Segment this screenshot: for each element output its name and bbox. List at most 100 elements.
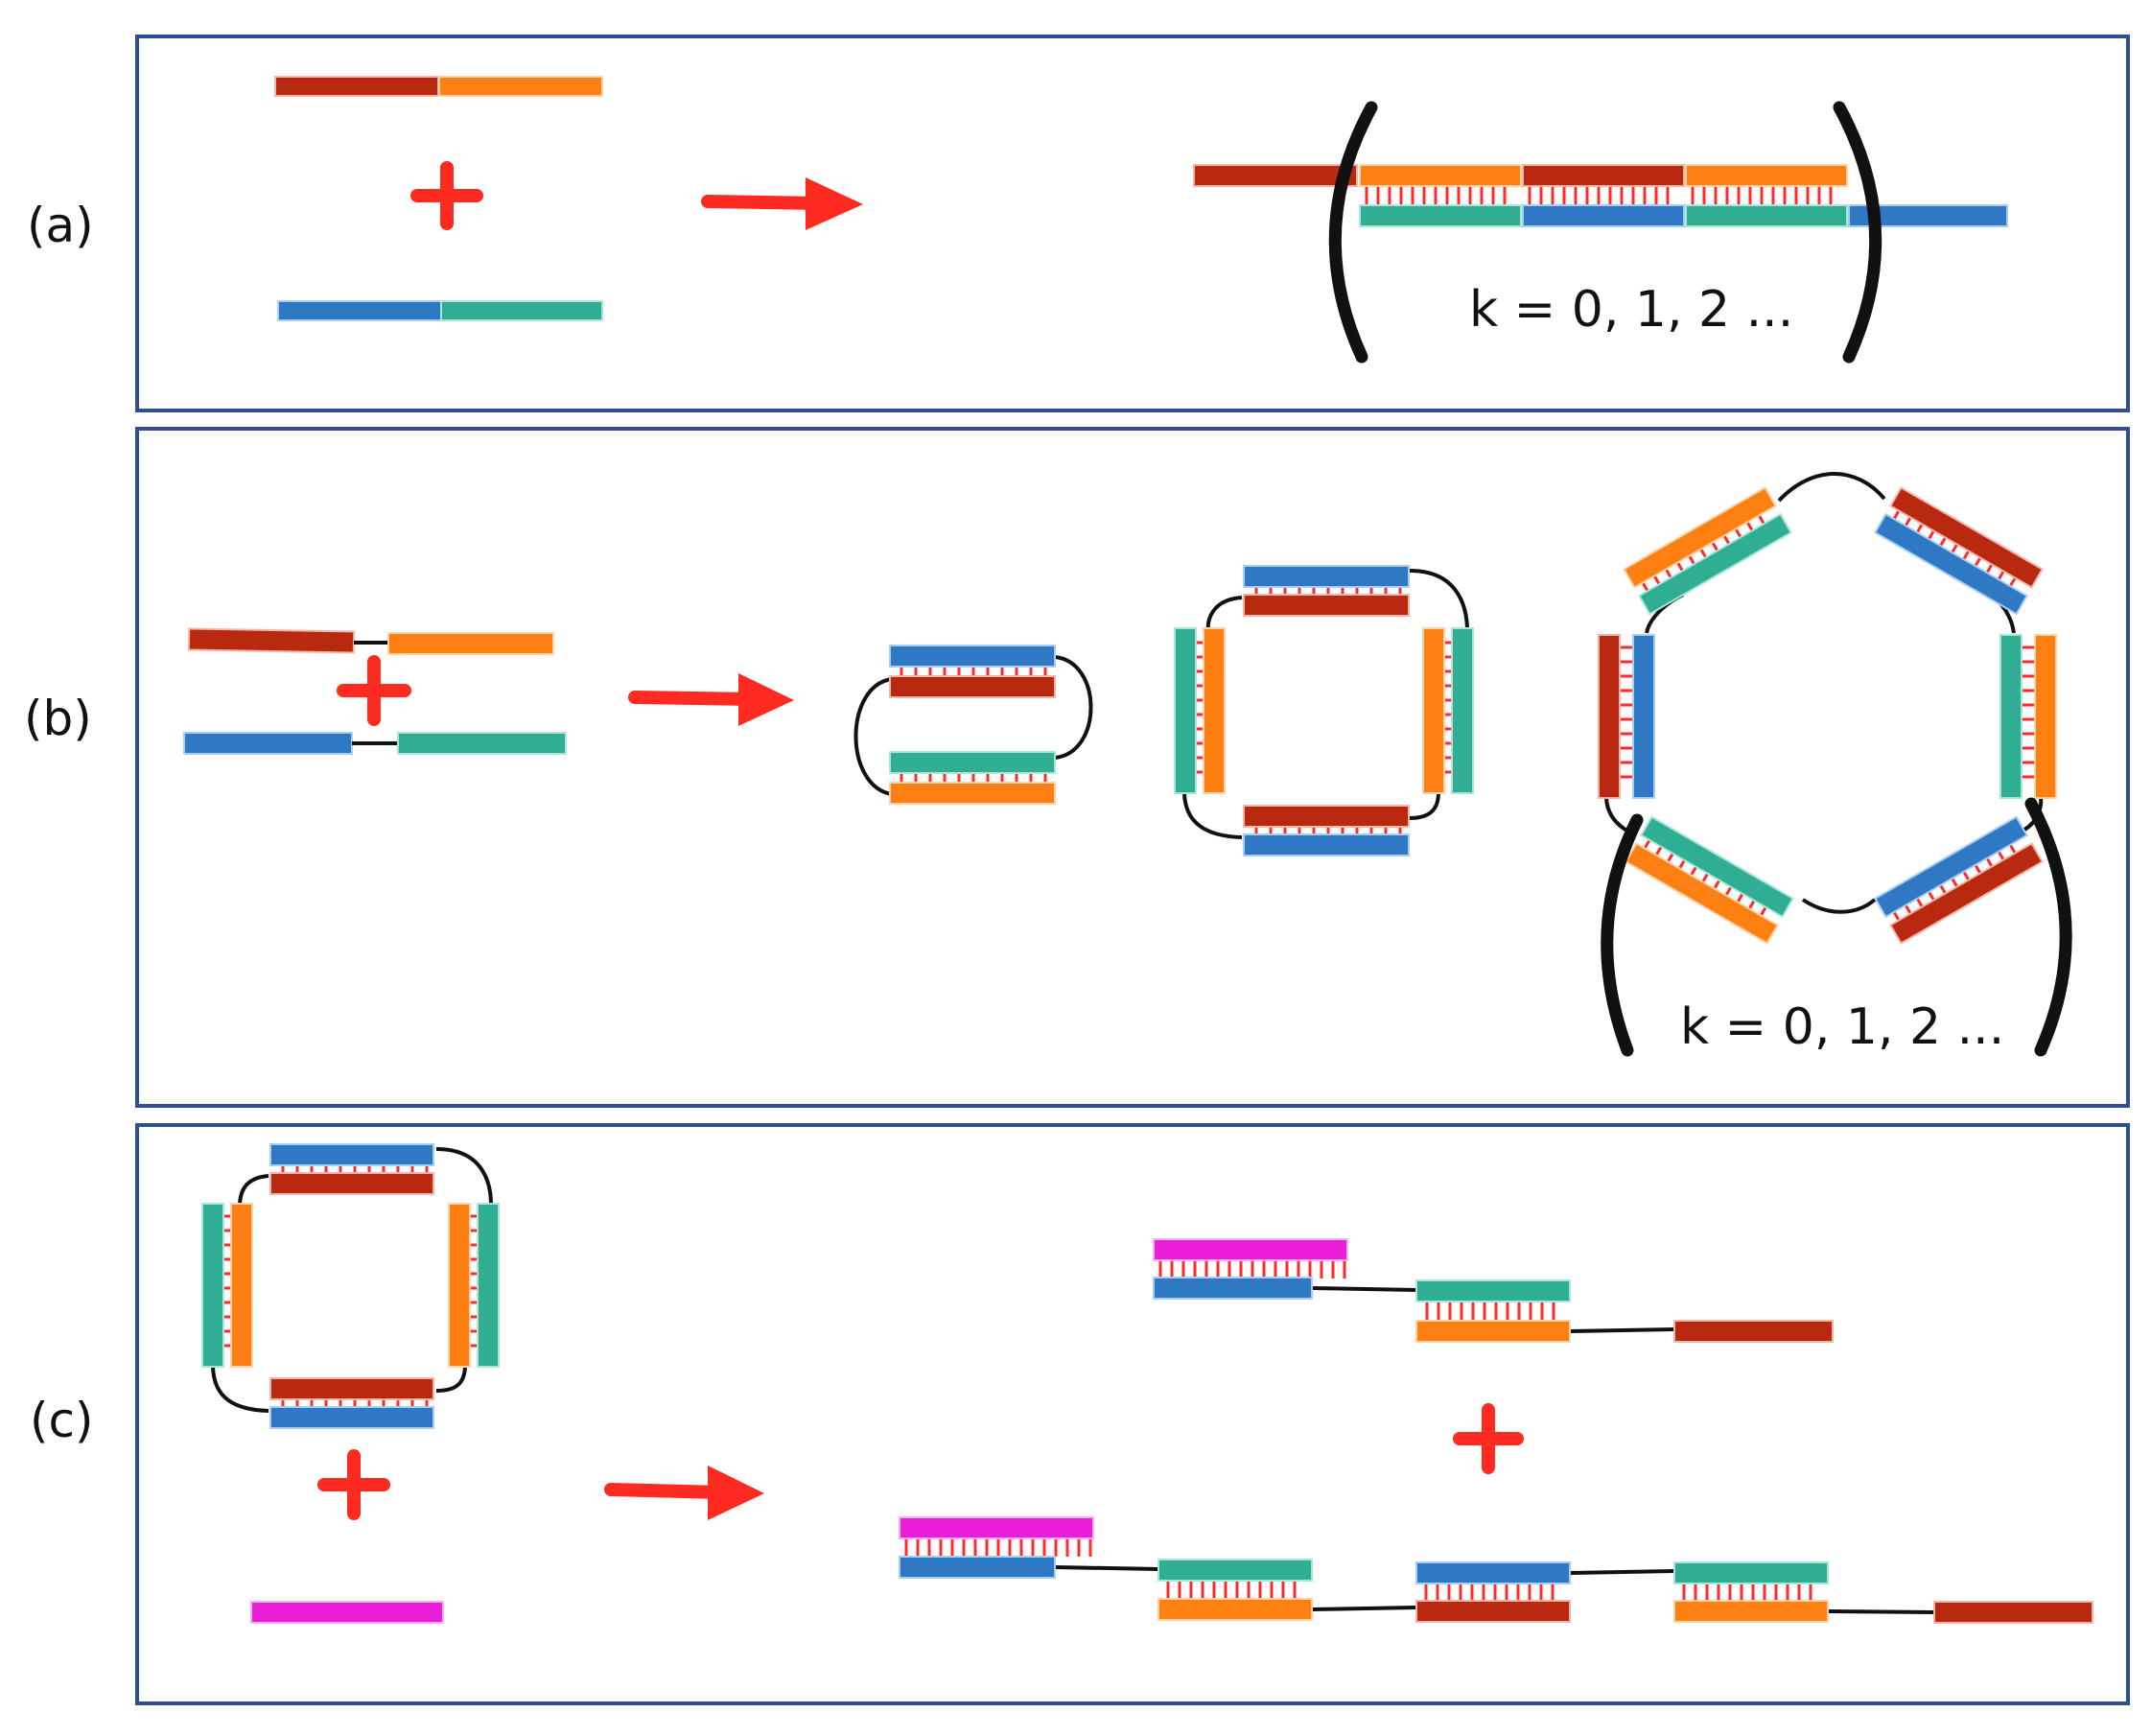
linker (853, 677, 893, 796)
plus-sign (410, 161, 483, 230)
strand-segment-blue (1153, 1277, 1313, 1300)
reaction-arrow (604, 1466, 764, 1520)
linker (1182, 790, 1243, 839)
strand-segment-dark-red (1243, 805, 1410, 828)
strand-segment-blue (1632, 634, 1655, 799)
strand-segment-dark-red (1243, 594, 1410, 617)
panel-a-linear-polymer (1193, 164, 2008, 227)
reaction-arrow (701, 177, 863, 230)
strand-segment-orange (1625, 842, 1779, 945)
strand-segment-teal (1174, 627, 1197, 794)
strand-segment-orange (1157, 1598, 1313, 1621)
cyclic-dimer (853, 645, 1093, 805)
strand-segment-orange (889, 782, 1056, 805)
strand-segment-orange (1623, 486, 1777, 589)
linker (1568, 1327, 1675, 1333)
strand-segment-dark-red (1598, 634, 1621, 799)
strand-segment-dark-red (1933, 1601, 2093, 1624)
strand-segment-teal (201, 1203, 224, 1368)
strand-segment-dark-red (1889, 486, 2044, 589)
cyclic-hexamer (1598, 472, 2057, 945)
cyclic-tetramer (1174, 565, 1474, 856)
strand-segment-teal (1157, 1559, 1313, 1582)
linker (1777, 472, 1886, 503)
panel-a-reactant-strand-bottom (277, 300, 603, 321)
strand-segment-orange (1422, 627, 1445, 794)
strand-segment-dark-red (889, 675, 1056, 698)
cyclic-tetramer-reactant (201, 1143, 500, 1429)
linker (435, 1147, 493, 1206)
strand-segment-orange (438, 76, 603, 97)
strand-segment-blue (269, 1406, 434, 1429)
strand-segment-teal (1673, 1561, 1829, 1584)
linker (1054, 655, 1093, 760)
linker (238, 1174, 269, 1208)
strand-segment-blue (1415, 1561, 1571, 1584)
strand-segment-blue (1243, 833, 1410, 856)
strand-segment-orange (387, 632, 554, 655)
base-pair-rungs (1365, 186, 1833, 205)
linker (1311, 1286, 1417, 1292)
strand-segment-orange (230, 1203, 253, 1368)
strand-segment-dark-red (1522, 164, 1685, 187)
plus-sign (317, 1449, 390, 1520)
linker (1409, 569, 1469, 632)
strand-segment-dark-red (1193, 164, 1358, 187)
strand-segment-teal (477, 1203, 500, 1368)
strand-segment-blue (183, 732, 353, 755)
strand-segment-blue (889, 645, 1056, 668)
strand-segment-teal (1415, 1279, 1571, 1302)
panel-b-label: (b) (24, 691, 92, 746)
strand-segment-teal (1999, 634, 2022, 799)
linker (1801, 898, 1877, 914)
opened-product-tetramer (899, 1516, 2093, 1624)
strand-segment-dark-red (187, 627, 356, 654)
strand-segment-blue (1522, 204, 1685, 227)
linker (1827, 1609, 1935, 1614)
panel-a-label: (a) (27, 198, 94, 253)
strand-segment-teal (1640, 815, 1794, 919)
strand-segment-dark-red (1889, 842, 2044, 945)
strand-segment-orange (448, 1203, 471, 1368)
reaction-arrow (628, 673, 794, 726)
strand-segment-teal (1638, 512, 1792, 616)
strand-segment-orange (1359, 164, 1522, 187)
plus-sign (1453, 1403, 1524, 1474)
panel-c-frame (135, 1123, 2130, 1705)
linker (211, 1364, 269, 1413)
strand-segment-magenta (899, 1516, 1094, 1539)
strand-segment-teal (1451, 627, 1474, 794)
panel-a-reactant-strand-top (274, 76, 603, 97)
strand-segment-dark-red (269, 1172, 434, 1195)
strand-segment-dark-red (1415, 1600, 1571, 1623)
repeat-formula: k = 0, 1, 2 ... (1680, 998, 2004, 1056)
panel-b-reactant-bottom (183, 732, 567, 755)
strand-segment-teal (1359, 204, 1522, 227)
panel-c-label: (c) (30, 1393, 94, 1448)
strand-segment-dark-red (269, 1377, 434, 1400)
strand-segment-teal (397, 732, 567, 755)
strand-segment-orange (1673, 1600, 1829, 1623)
strand-segment-dark-red (274, 76, 439, 97)
linker (1604, 795, 1631, 834)
strand-segment-teal (889, 751, 1056, 774)
strand-segment-blue (1874, 815, 2028, 919)
plus-sign (337, 655, 411, 726)
repeat-parentheses (1328, 101, 1882, 364)
linker (1054, 1565, 1159, 1571)
strand-segment-magenta (1153, 1238, 1348, 1261)
strand-segment-orange (1203, 627, 1226, 794)
panel-a-frame (135, 35, 2130, 412)
strand-segment-orange (1685, 164, 1848, 187)
strand-segment-blue (899, 1556, 1056, 1579)
linker (1409, 791, 1440, 820)
strand-segment-blue (1874, 512, 2028, 616)
strand-segment-orange (1415, 1320, 1571, 1343)
linker (1569, 1569, 1675, 1575)
strand-segment-blue (1848, 204, 2008, 227)
strand-segment-orange (2034, 634, 2057, 799)
linker (435, 1364, 467, 1393)
strand-segment-teal (440, 300, 603, 321)
repeat-formula: k = 0, 1, 2 ... (1469, 281, 1793, 339)
